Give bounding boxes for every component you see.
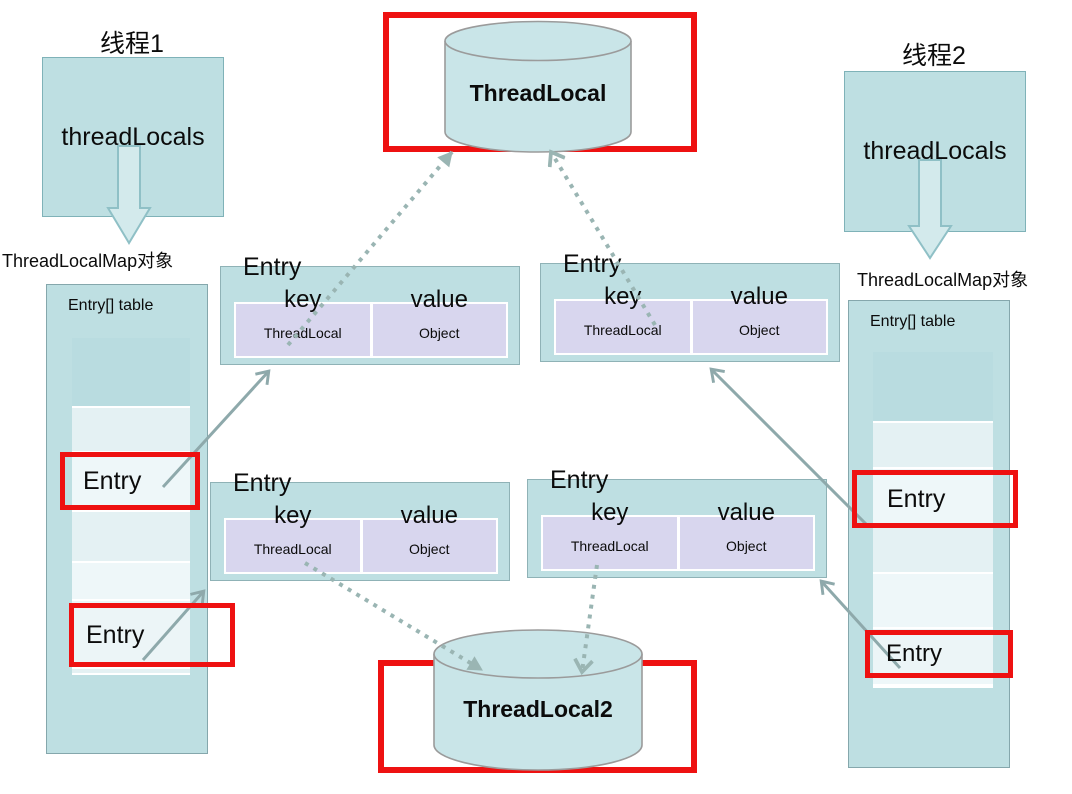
key-header: key (591, 499, 629, 526)
value-header: value (410, 286, 468, 313)
entry-cell-label: Entry (86, 620, 145, 649)
entry-slot (873, 469, 993, 525)
entry-title: Entry (243, 253, 302, 281)
thread1-map-label: ThreadLocalMap对象 (2, 251, 174, 271)
entry-cell-label: Entry (887, 484, 946, 513)
entry-object-table-1: Entry key ThreadLocal value Object (220, 253, 520, 365)
entry-slot (72, 669, 190, 673)
key-column: key ThreadLocal (556, 284, 690, 353)
entry-slot (72, 512, 190, 561)
key-cell: ThreadLocal (253, 541, 332, 557)
entry-slot (873, 423, 993, 467)
entry-object-table-3: Entry key ThreadLocal value Object (210, 469, 510, 581)
entry-slot (873, 527, 993, 572)
entry-title: Entry (233, 469, 292, 497)
entry-slot (873, 352, 993, 421)
value-header: value (400, 502, 458, 529)
entry-title: Entry (563, 250, 622, 278)
thread2-entry-array-label: Entry[] table (870, 313, 956, 330)
key-header: key (604, 283, 642, 310)
entry-title: Entry (550, 466, 609, 494)
value-column: value Object (692, 284, 826, 353)
key-value-row: key ThreadLocal value Object (541, 500, 815, 571)
threadlocal2-cylinder: ThreadLocal2 (432, 628, 644, 774)
key-cell: ThreadLocal (570, 538, 649, 554)
entry-cell-label: Entry (886, 640, 943, 667)
threadlocal-cylinder: ThreadLocal (443, 20, 633, 158)
key-cell: ThreadLocal (583, 322, 662, 338)
thread1-entry-cell-2: Entry (69, 603, 235, 667)
value-cell: Object (409, 541, 450, 557)
value-column: value Object (372, 287, 506, 356)
thread2-entry-cell-1: Entry (852, 470, 1018, 528)
thread2-entry-cell-2: Entry (865, 630, 1013, 678)
key-header: key (284, 286, 322, 313)
thread1-title: 线程1 (100, 30, 164, 58)
threadlocal2-cylinder-label: ThreadLocal2 (463, 696, 613, 722)
value-cell: Object (739, 322, 780, 338)
entry-slot (72, 563, 190, 599)
thread2-threadlocals-field: threadLocals (863, 137, 1007, 165)
value-header: value (717, 499, 775, 526)
entry-object-table-2: Entry key ThreadLocal value Object (540, 250, 840, 362)
key-value-row: key ThreadLocal value Object (224, 503, 498, 574)
thread1-box: threadLocals (42, 57, 224, 217)
thread2-entry-slots (873, 352, 993, 688)
threadlocal-cylinder-label: ThreadLocal (469, 80, 607, 106)
thread1-entry-cell-1: Entry (60, 452, 200, 510)
value-cell: Object (726, 538, 767, 554)
entry-cell-label: Entry (83, 466, 142, 495)
key-column: key ThreadLocal (543, 500, 677, 569)
key-column: key ThreadLocal (236, 287, 370, 356)
key-value-row: key ThreadLocal value Object (234, 287, 508, 358)
thread2-title: 线程2 (902, 42, 966, 70)
entry-slot (72, 338, 190, 406)
key-cell: ThreadLocal (263, 325, 342, 341)
thread2-map-label: ThreadLocalMap对象 (857, 270, 1029, 290)
value-column: value Object (362, 503, 496, 572)
thread2-box: threadLocals (844, 71, 1026, 232)
key-header: key (274, 502, 312, 529)
entry-slot (873, 677, 993, 684)
thread1-entry-array-label: Entry[] table (68, 297, 154, 314)
value-header: value (730, 283, 788, 310)
thread1-threadlocals-field: threadLocals (61, 122, 205, 151)
entry-slot (873, 574, 993, 627)
value-column: value Object (679, 500, 813, 569)
cylinder-shape (444, 20, 632, 153)
entry-slot (72, 408, 190, 451)
value-cell: Object (419, 325, 460, 341)
key-value-row: key ThreadLocal value Object (554, 284, 828, 355)
entry-object-table-4: Entry key ThreadLocal value Object (527, 466, 827, 578)
key-column: key ThreadLocal (226, 503, 360, 572)
